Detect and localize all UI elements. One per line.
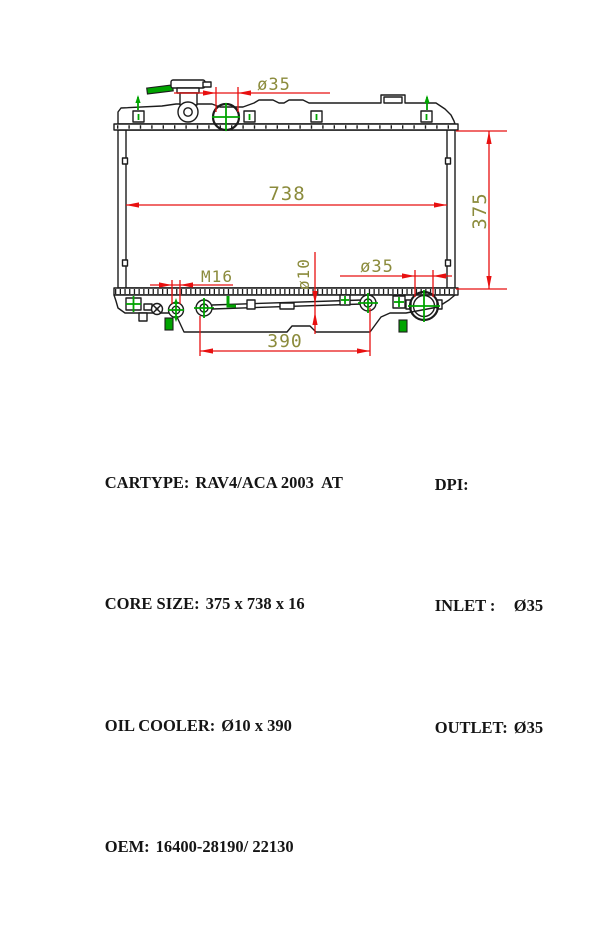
spec-left-column: CARTYPE:RAV4/ACA 2003 AT CORE SIZE:375 x… [80,398,343,933]
spec-row-outlet: OUTLET:Ø35 [410,692,543,765]
spec-row-oil-cooler: OIL COOLER:Ø10 x 390 [80,690,343,763]
spec-row-dpi: DPI: [410,449,543,522]
dim-inlet-diameter: ø35 [174,75,330,112]
core-width-label: 738 [268,183,305,205]
outlet-diameter-label: ø35 [360,257,394,277]
dim-core-width: 738 [126,183,447,208]
inlet-value: Ø35 [513,596,544,616]
filler-neck [146,79,212,123]
oil-cooler-diameter-label: ø10 [294,258,313,290]
inlet-label: INLET : [434,596,496,616]
dim-outlet-diameter: ø35 [340,257,452,297]
core-height-label: 375 [469,192,491,229]
oem-value: 16400-28190/ 22130 [155,837,294,857]
bottom-tank [113,287,459,333]
spec-row-oem: OEM:16400-28190/ 22130 [80,811,343,884]
top-tank [113,94,459,131]
spec-right-column: DPI: INLET :Ø35 OUTLET:Ø35 [410,400,543,813]
overflow-tube [146,84,174,95]
mounting-clips [132,95,433,123]
inlet-diameter-label: ø35 [257,75,291,95]
oil-cooler [194,293,378,318]
cartype-value: RAV4/ACA 2003 AT [195,472,343,492]
spec-row-inlet: INLET : Ø35 [410,570,543,643]
bottom-bracket-right [392,295,406,309]
outlet-pipe [405,290,443,322]
bottom-bracket-left [125,296,142,312]
oil-cooler-elbow [226,296,236,308]
drain-petcock [143,302,164,316]
drain-plug-m16 [167,298,185,322]
outlet-value: Ø35 [513,717,544,737]
radiator-technical-drawing: ø35 738 375 M16 ø10 ø35 [113,75,507,356]
core-size-value: 375 x 738 x 16 [205,594,305,614]
dpi-label: DPI: [434,474,469,494]
oil-cooler-label: OIL COOLER: [104,715,216,735]
top-bracket [383,96,403,104]
cartype-label: CARTYPE: [104,472,190,492]
dim-core-height: 375 [456,130,507,290]
dim-oil-cooler-length: 390 [199,308,371,356]
dim-drain-thread: M16 [150,267,233,304]
bottom-plug-right [398,319,408,333]
oil-cooler-value: Ø10 x 390 [221,715,292,735]
radiator-core [117,129,456,289]
outlet-label: OUTLET: [434,717,508,737]
dim-oil-cooler-diameter: ø10 [294,252,318,334]
oem-label: OEM: [104,837,150,857]
bottom-plug-left [164,317,174,331]
oil-cooler-length-label: 390 [267,331,303,352]
radiator-cap [170,79,212,123]
inlet-pipe [211,102,241,132]
clip-pin-arrow [135,95,430,110]
spec-row-core-size: CORE SIZE:375 x 738 x 16 [80,568,343,641]
spec-row-cartype: CARTYPE:RAV4/ACA 2003 AT [80,447,343,520]
drain-thread-label: M16 [201,267,233,286]
core-size-label: CORE SIZE: [104,594,200,614]
radiator-spec-sheet: ø35 738 375 M16 ø10 ø35 [104,75,544,857]
